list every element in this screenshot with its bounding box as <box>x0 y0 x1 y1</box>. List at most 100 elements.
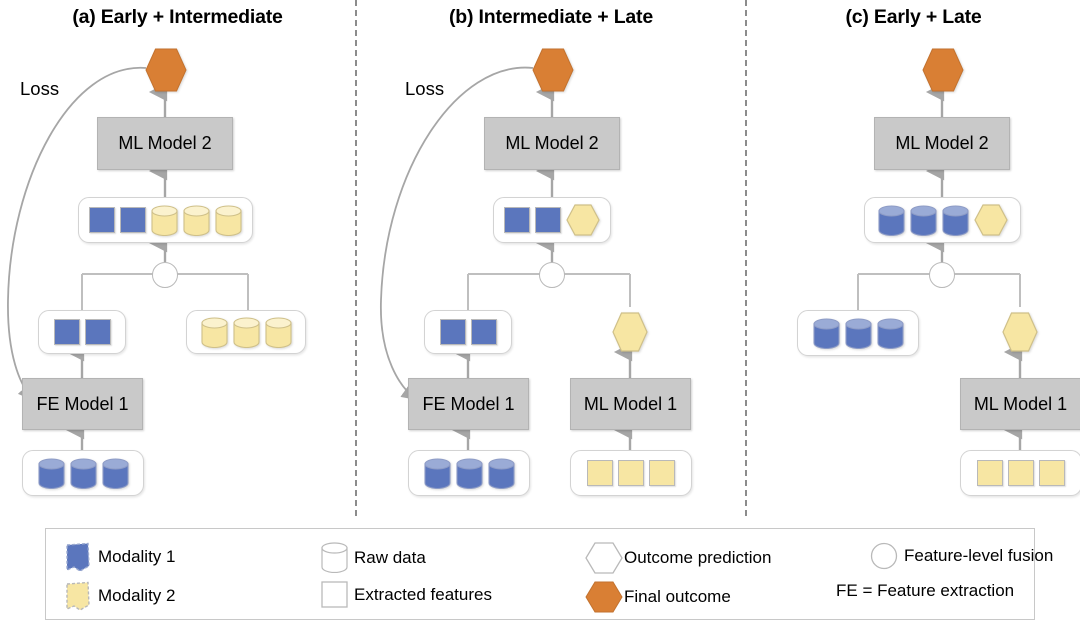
panel-b-outcome-prediction-hexagon <box>612 312 648 352</box>
legend-item-outcome-prediction: Outcome prediction <box>584 542 771 574</box>
panel-a-raw-modality2-group <box>186 310 306 354</box>
blue-cylinder <box>69 458 97 489</box>
legend-label-extracted-features: Extracted features <box>354 584 492 604</box>
panel-c-ml-model-1: ML Model 1 <box>960 378 1080 430</box>
legend-label-modality-1: Modality 1 <box>98 547 176 566</box>
panel-b-ml-model-2: ML Model 2 <box>484 117 620 170</box>
legend-item-extracted-features: Extracted features <box>314 581 492 608</box>
modality2-blob-icon <box>58 581 98 611</box>
yellow-cylinder <box>183 205 210 236</box>
yellow-hexagon <box>566 204 600 236</box>
final-outcome-hexagon-icon <box>584 581 624 613</box>
panel-a-ml-model-2-label: ML Model 2 <box>118 133 212 153</box>
legend-item-raw-data: Raw data <box>314 542 426 573</box>
panel-b-ml-model-2-label: ML Model 2 <box>505 133 599 153</box>
yellow-cylinder <box>215 205 242 236</box>
panel-a-ml-model-2: ML Model 2 <box>97 117 233 170</box>
panel-a-early-intermediate: (a) Early + Intermediate Loss ML Model <box>0 0 355 520</box>
blue-square <box>470 319 497 345</box>
panel-a-extracted-features-group <box>38 310 126 354</box>
legend-label-fe-abbreviation: FE = Feature extraction <box>836 581 1015 600</box>
panel-b-final-outcome-hexagon <box>532 48 574 92</box>
yellow-square <box>618 460 644 486</box>
panel-separator-2 <box>745 0 747 516</box>
panel-a-feature-level-fusion-circle <box>152 262 178 288</box>
panel-b-intermediate-late: (b) Intermediate + Late Loss ML Model 2 <box>357 0 745 520</box>
panel-c-title: (c) Early + Late <box>845 6 982 28</box>
panel-b-feature-level-fusion-circle <box>539 262 565 288</box>
yellow-hexagon <box>973 204 1008 236</box>
blue-square <box>535 207 561 233</box>
blue-cylinder <box>37 458 65 489</box>
yellow-cylinder <box>200 317 228 348</box>
yellow-cylinder <box>264 317 292 348</box>
panel-b-fused-feature-group <box>493 197 611 243</box>
panel-a-fe-model-1: FE Model 1 <box>22 378 143 430</box>
yellow-cylinder <box>232 317 260 348</box>
legend-label-outcome-prediction: Outcome prediction <box>624 548 772 567</box>
yellow-square <box>977 460 1003 486</box>
legend-item-fe-abbreviation: FE = Feature extraction <box>836 581 1014 601</box>
panel-a-final-outcome-hexagon <box>145 48 187 92</box>
blue-square <box>120 207 146 233</box>
panel-separator-1 <box>355 0 357 516</box>
yellow-square <box>649 460 675 486</box>
panel-b-fe-model-1-label: FE Model 1 <box>422 393 515 414</box>
panel-b-raw-modality1-group <box>408 450 530 496</box>
yellow-square <box>1008 460 1034 486</box>
panel-c-final-outcome-hexagon <box>922 48 964 92</box>
legend-item-modality-1: Modality 1 <box>58 542 175 572</box>
legend-label-raw-data: Raw data <box>354 547 426 567</box>
panel-b-fe-model-1: FE Model 1 <box>408 378 529 430</box>
panel-c-raw-modality1-group <box>797 310 919 356</box>
blue-cylinder <box>876 318 904 349</box>
legend-label-modality-2: Modality 2 <box>98 586 176 605</box>
panel-a-fe-model-1-label: FE Model 1 <box>36 393 129 414</box>
panel-c-raw-modality2-group <box>960 450 1080 496</box>
blue-cylinder <box>812 318 840 349</box>
legend-box: Modality 1 Modality 2 Raw data Extracted… <box>45 528 1053 620</box>
panel-a-fused-feature-group <box>78 197 253 243</box>
blue-cylinder <box>455 458 483 489</box>
legend-item-final-outcome: Final outcome <box>584 581 731 613</box>
panel-b-ml-model-1-label: ML Model 1 <box>583 393 678 414</box>
blue-cylinder <box>941 205 969 236</box>
blue-square <box>84 319 111 345</box>
yellow-square <box>1039 460 1065 486</box>
blue-cylinder <box>877 205 905 236</box>
blue-square <box>439 319 466 345</box>
raw-data-cylinder-icon <box>314 542 354 573</box>
extracted-features-square-icon <box>314 581 354 608</box>
yellow-cylinder <box>151 205 178 236</box>
panel-c-early-late: (c) Early + Late ML Model 2 <box>747 0 1080 520</box>
blue-cylinder <box>909 205 937 236</box>
blue-cylinder <box>423 458 451 489</box>
blue-cylinder <box>844 318 872 349</box>
panel-b-extracted-features-group <box>424 310 512 354</box>
legend-item-modality-2: Modality 2 <box>58 581 175 611</box>
panel-a-title: (a) Early + Intermediate <box>72 6 283 28</box>
legend-item-feature-level-fusion: Feature-level fusion <box>864 542 1053 570</box>
panel-c-fused-feature-group <box>864 197 1021 243</box>
panel-c-connectors <box>857 82 1023 450</box>
panel-c-outcome-prediction-hexagon <box>1002 312 1038 352</box>
panel-c-ml-model-2-label: ML Model 2 <box>895 133 989 153</box>
blue-square <box>89 207 115 233</box>
feature-level-fusion-circle-icon <box>864 542 904 570</box>
blue-square <box>504 207 530 233</box>
blue-cylinder <box>101 458 129 489</box>
panel-b-title: (b) Intermediate + Late <box>449 6 653 28</box>
panel-c-feature-level-fusion-circle <box>929 262 955 288</box>
panel-b-ml-model-1: ML Model 1 <box>570 378 691 430</box>
blue-cylinder <box>487 458 515 489</box>
modality1-blob-icon <box>58 542 98 572</box>
blue-square <box>53 319 80 345</box>
panel-b-loss-label: Loss <box>405 78 445 99</box>
panel-a-loss-label: Loss <box>20 78 60 99</box>
panel-c-ml-model-2: ML Model 2 <box>874 117 1010 170</box>
yellow-square <box>587 460 613 486</box>
panel-c-ml-model-1-label: ML Model 1 <box>973 393 1068 414</box>
outcome-prediction-hexagon-icon <box>584 542 624 574</box>
legend-label-feature-level-fusion: Feature-level fusion <box>904 546 1054 565</box>
panel-a-raw-modality1-group <box>22 450 144 496</box>
